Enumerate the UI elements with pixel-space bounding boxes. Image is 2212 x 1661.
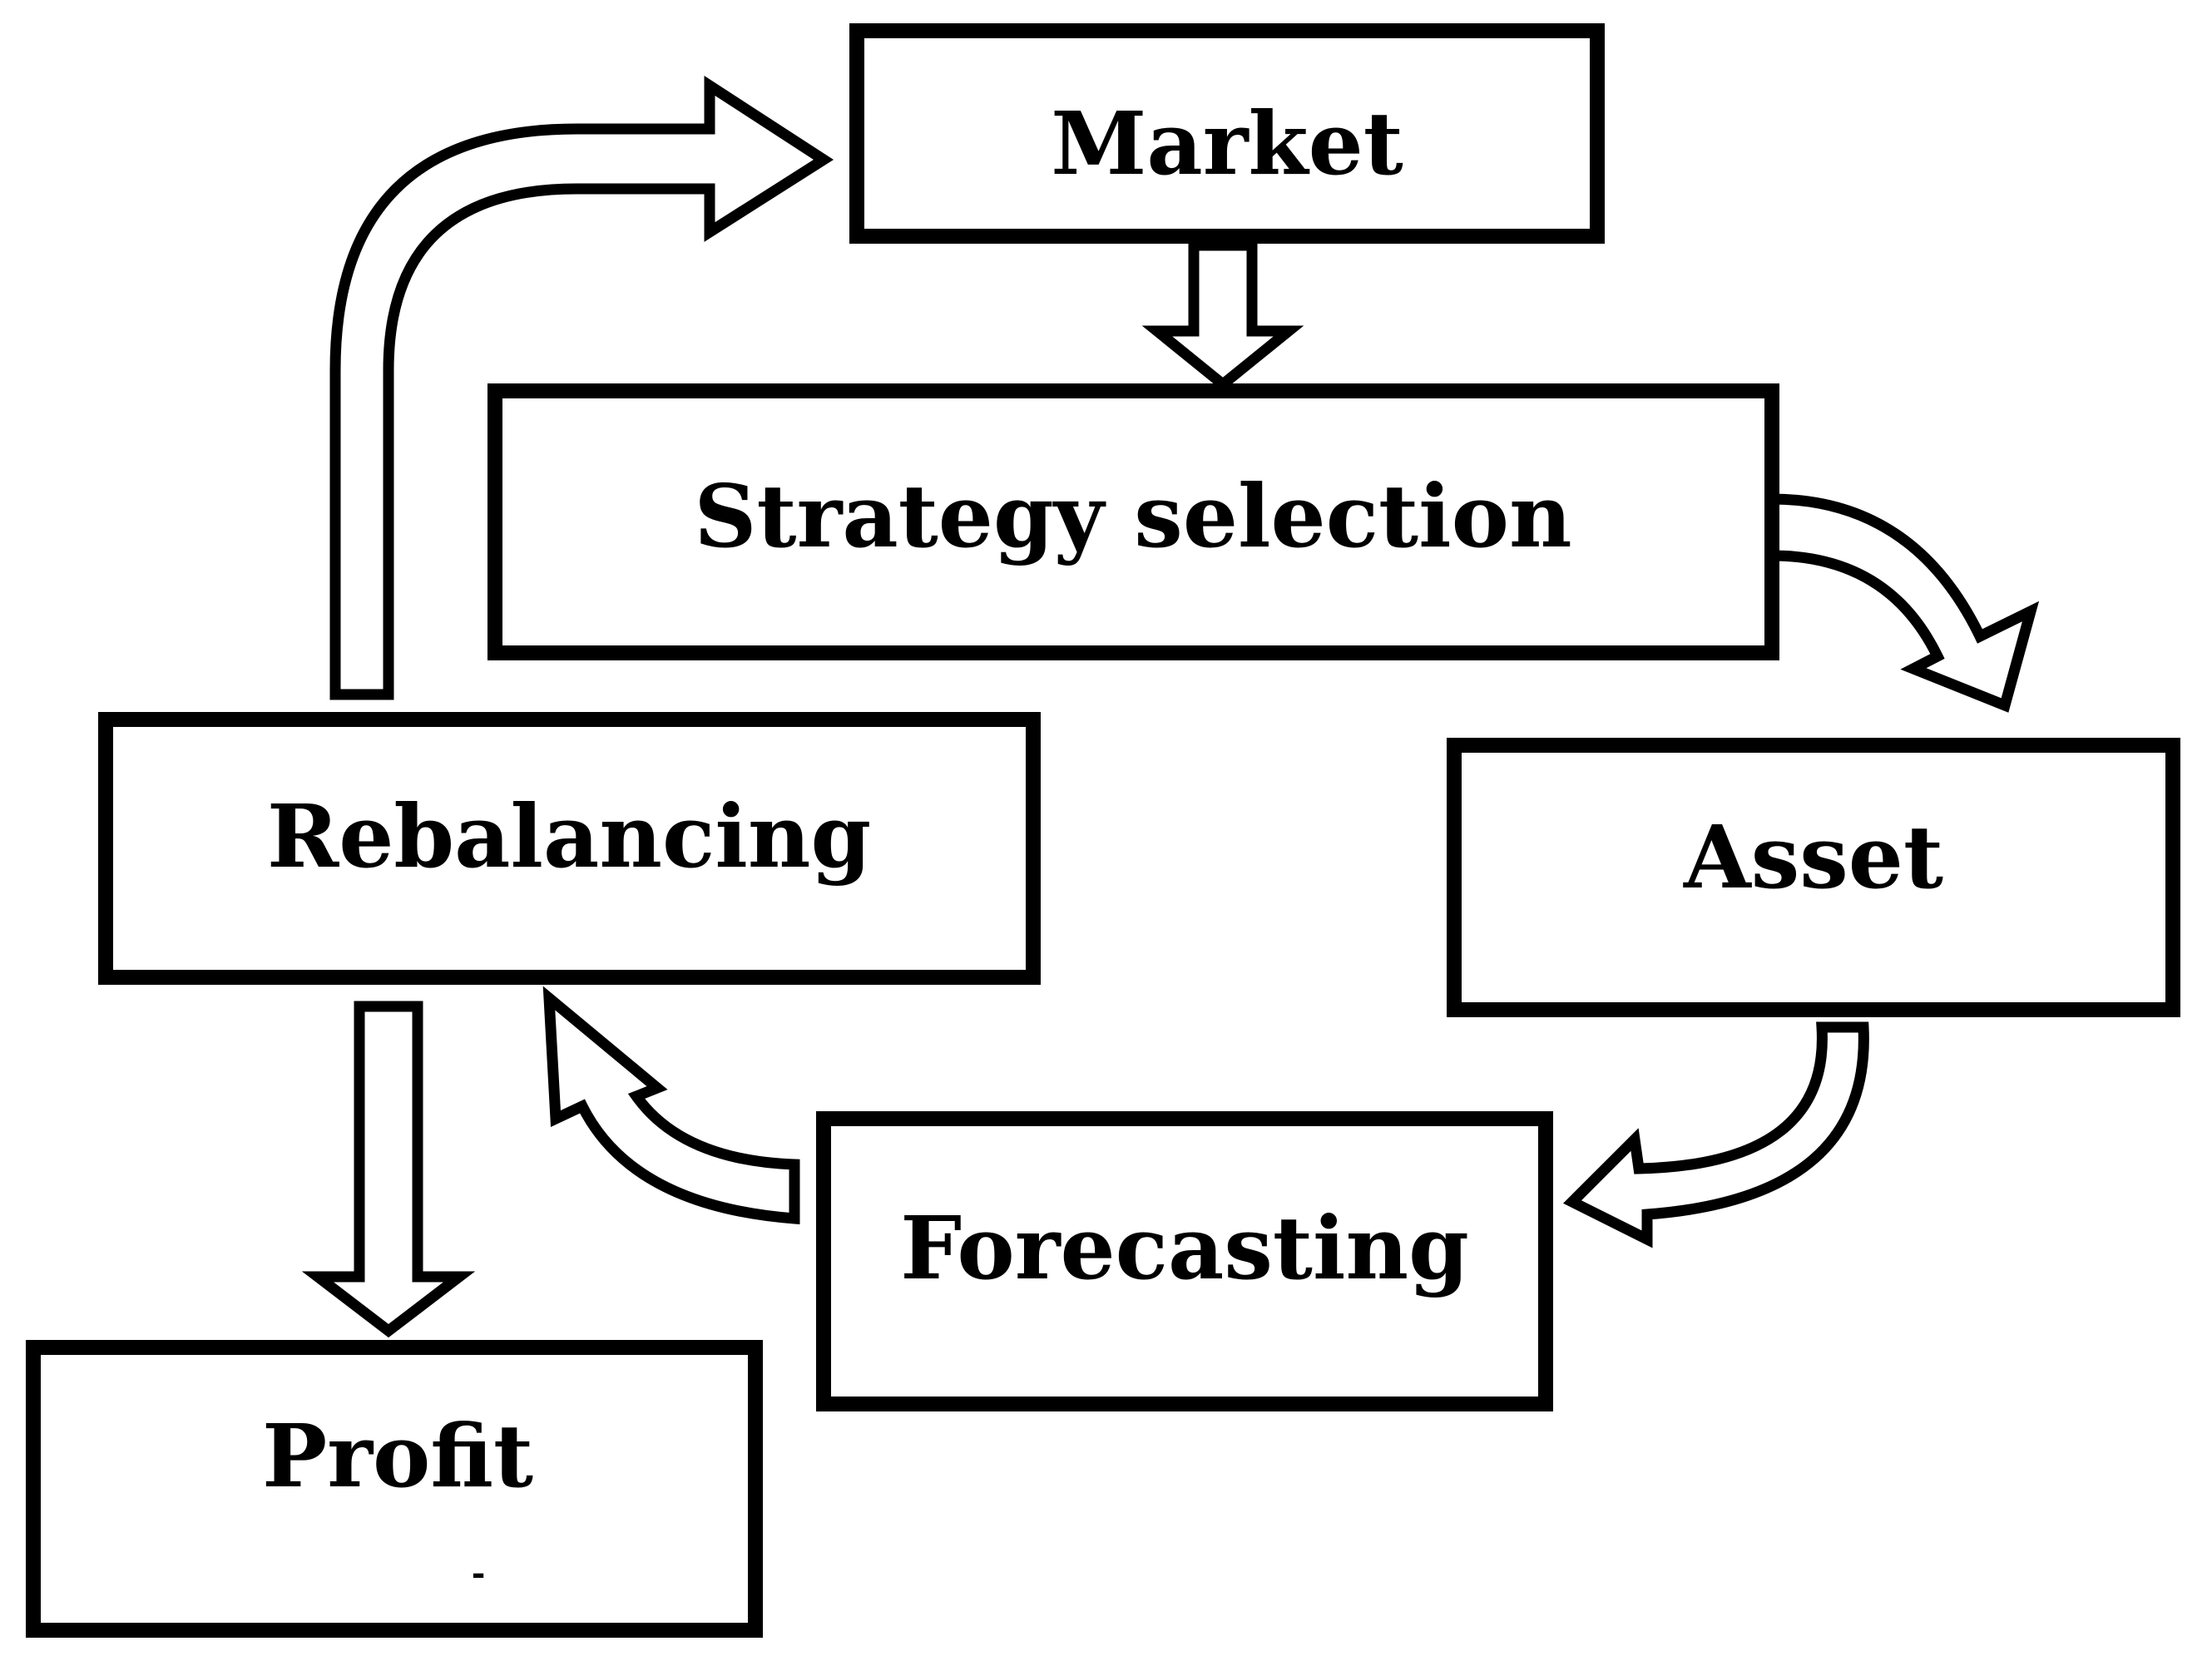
arrow-market-to-strategy (1141, 240, 1304, 392)
node-profit-label: Profit (262, 1405, 533, 1507)
node-profit: Profit - (26, 1340, 763, 1638)
node-rebalancing: Rebalancing (98, 712, 1041, 985)
node-asset-label: Asset (1683, 806, 1943, 908)
arrow-asset-to-forecasting (1563, 1021, 1869, 1248)
node-asset: Asset (1447, 738, 2180, 1017)
node-strategy-selection: Strategy selection (487, 383, 1779, 660)
node-market-label: Market (1051, 92, 1403, 195)
arrow-rebalancing-to-market (329, 76, 834, 700)
node-strategy-label: Strategy selection (694, 465, 1571, 567)
node-forecasting: Forecasting (816, 1111, 1553, 1411)
node-market: Market (849, 23, 1605, 244)
profit-stray-mark: - (472, 1554, 486, 1593)
node-rebalancing-label: Rebalancing (267, 785, 871, 887)
arrow-forecasting-to-rebalancing (542, 986, 800, 1225)
node-forecasting-label: Forecasting (900, 1197, 1469, 1299)
arrow-strategy-to-asset (1766, 493, 2040, 713)
arrow-rebalancing-to-profit (301, 1001, 476, 1338)
